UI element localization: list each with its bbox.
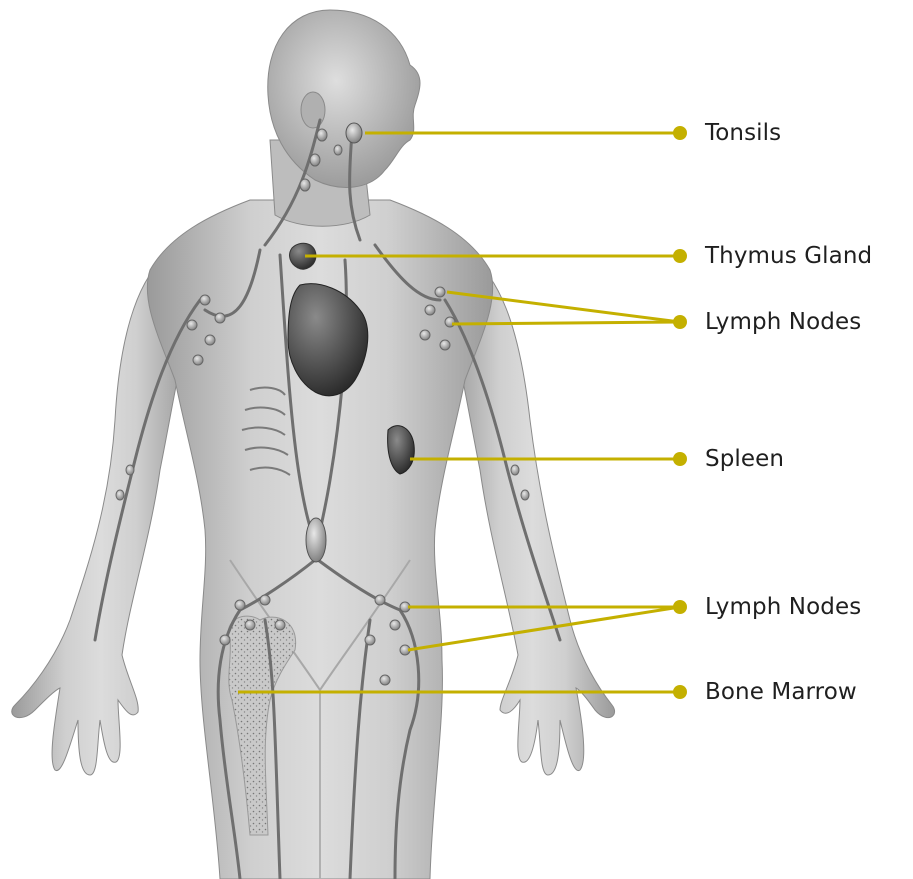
spleen-dot [673,452,687,466]
lymph-upper-leader-line-2 [452,322,680,324]
bone-marrow-dot [673,685,687,699]
leader-dots [673,126,687,699]
label-lymph-nodes-lower: Lymph Nodes [705,596,861,619]
tonsils-dot [673,126,687,140]
thymus-dot [673,249,687,263]
label-lymph-nodes-upper: Lymph Nodes [705,311,861,334]
label-tonsils: Tonsils [705,122,781,145]
lymph-upper-dot [673,315,687,329]
tonsil-organ [346,123,362,143]
label-spleen: Spleen [705,448,784,471]
label-bone-marrow: Bone Marrow [705,681,857,704]
lymph-lower-dot [673,600,687,614]
label-thymus-gland: Thymus Gland [705,245,872,268]
cisterna-chyli [306,518,326,562]
